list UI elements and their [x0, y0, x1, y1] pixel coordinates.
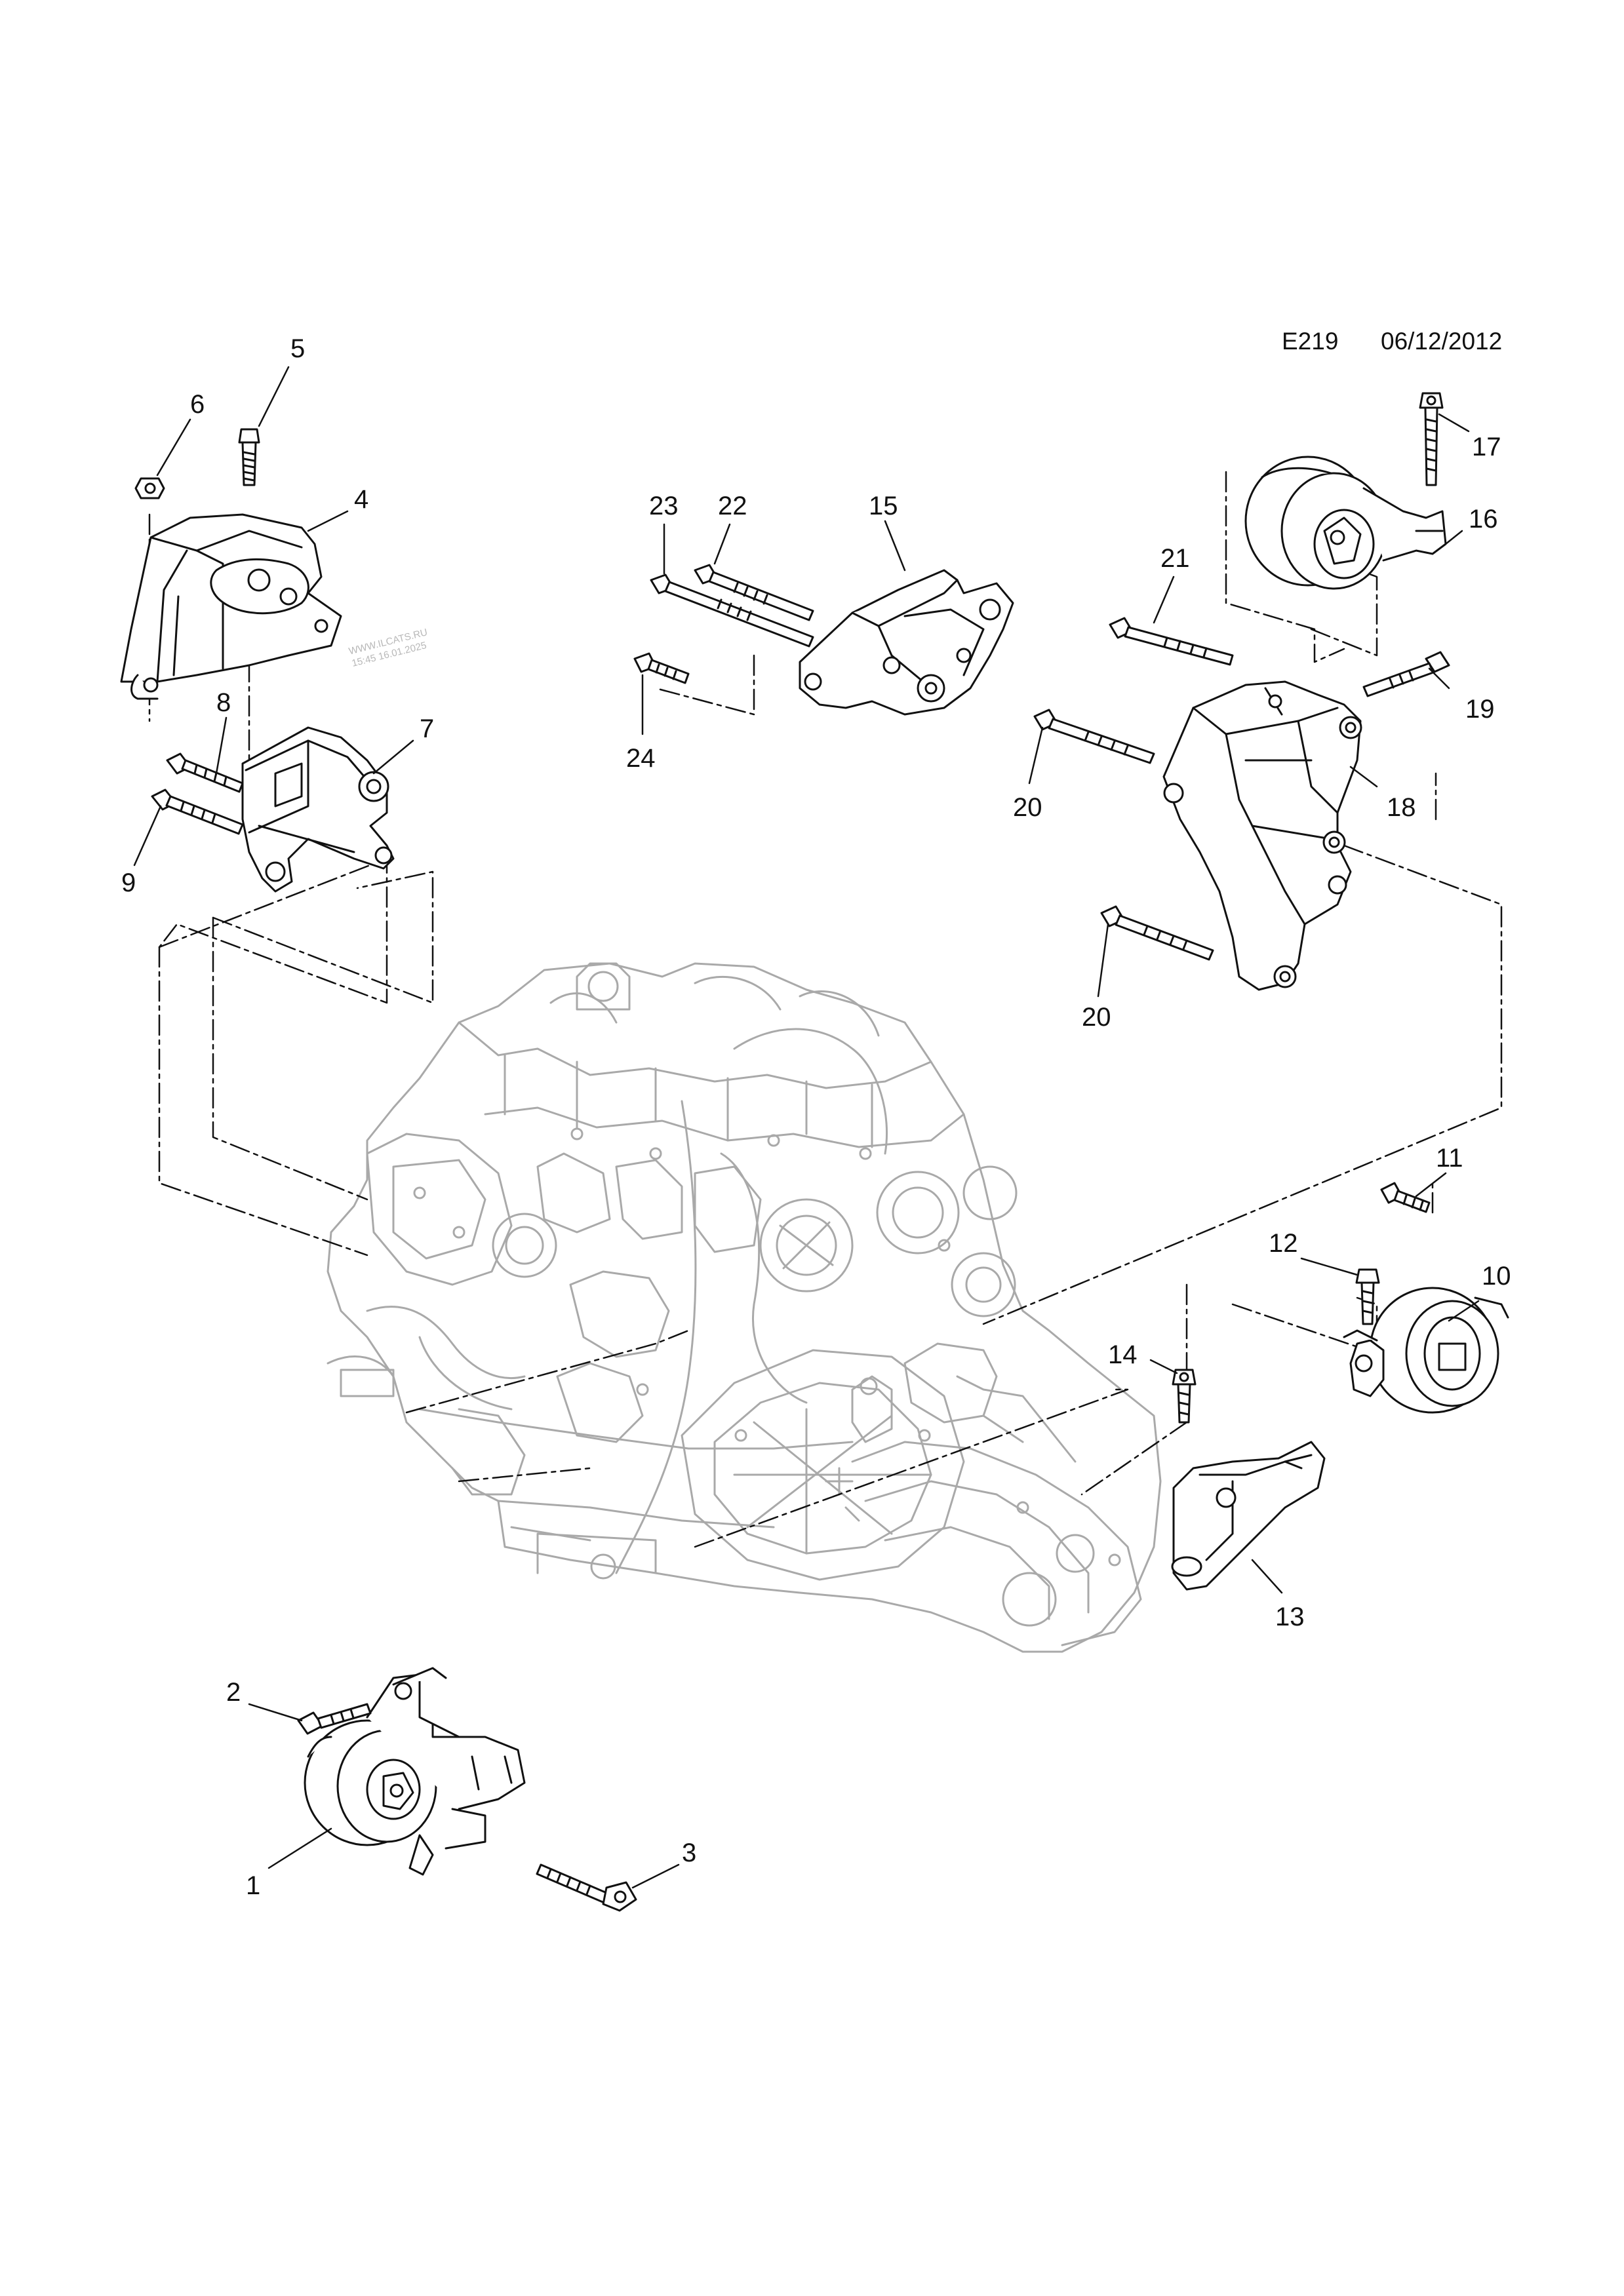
- callout-21: 21: [1160, 544, 1190, 573]
- callout-24: 24: [626, 744, 656, 773]
- bracket-18: [1162, 680, 1362, 991]
- callout-19: 19: [1465, 695, 1495, 724]
- engine-transmission-assembly: [327, 962, 1162, 1653]
- bracket-13: [1171, 1441, 1326, 1591]
- bolt-12: [1355, 1268, 1380, 1325]
- callout-11: 11: [1436, 1144, 1463, 1173]
- callout-2: 2: [226, 1678, 241, 1707]
- bolt-21: [1109, 617, 1234, 666]
- callout-23: 23: [649, 492, 679, 520]
- callout-14: 14: [1108, 1340, 1138, 1369]
- callout-9: 9: [121, 868, 136, 897]
- bolt-3: [536, 1863, 637, 1912]
- callout-6: 6: [190, 390, 205, 419]
- bolt-14: [1172, 1369, 1197, 1424]
- mount-16: [1244, 456, 1447, 590]
- callout-1: 1: [246, 1871, 260, 1900]
- bracket-15: [799, 569, 1014, 716]
- callout-20b: 20: [1082, 1003, 1111, 1032]
- callout-13: 13: [1275, 1603, 1305, 1631]
- bolt-5: [238, 428, 260, 486]
- assembly-leader-lines: [148, 471, 1503, 1548]
- callout-7: 7: [420, 714, 434, 743]
- callout-18: 18: [1387, 793, 1416, 822]
- bolt-24: [633, 652, 690, 684]
- bolt-22: [694, 564, 814, 621]
- bolt-2: [297, 1703, 372, 1735]
- callout-12: 12: [1269, 1229, 1298, 1258]
- callout-8: 8: [216, 688, 231, 717]
- bolt-9: [151, 788, 244, 835]
- bolt-11: [1380, 1182, 1431, 1213]
- bolt-20a: [1033, 709, 1155, 764]
- diagram-code: E219: [1282, 328, 1339, 355]
- nut-6: [134, 477, 165, 499]
- callout-10: 10: [1482, 1262, 1511, 1291]
- engine-mount-4: [120, 513, 342, 700]
- callout-17: 17: [1472, 433, 1501, 461]
- bolt-17: [1419, 392, 1444, 486]
- callout-3: 3: [682, 1839, 696, 1867]
- callout-4: 4: [354, 485, 368, 514]
- callout-numbers: 1 2 3 4 5 6 7 8 9 10 11 12 13 14 15 16 1…: [121, 334, 1511, 1900]
- callout-20a: 20: [1013, 793, 1042, 822]
- front-engine-mount-1: [304, 1667, 526, 1876]
- callout-22: 22: [718, 492, 747, 520]
- bolt-8: [166, 752, 244, 793]
- bolt-23: [650, 574, 814, 648]
- diagram-date: 06/12/2012: [1381, 328, 1503, 355]
- bolt-19: [1362, 651, 1450, 697]
- bracket-7: [241, 726, 395, 893]
- bolt-20b: [1100, 905, 1214, 961]
- transmission-mount-10: [1343, 1287, 1509, 1414]
- callout-16: 16: [1469, 505, 1498, 534]
- callout-15: 15: [869, 492, 898, 520]
- callout-leaders: [133, 366, 1480, 1889]
- callout-5: 5: [290, 334, 305, 363]
